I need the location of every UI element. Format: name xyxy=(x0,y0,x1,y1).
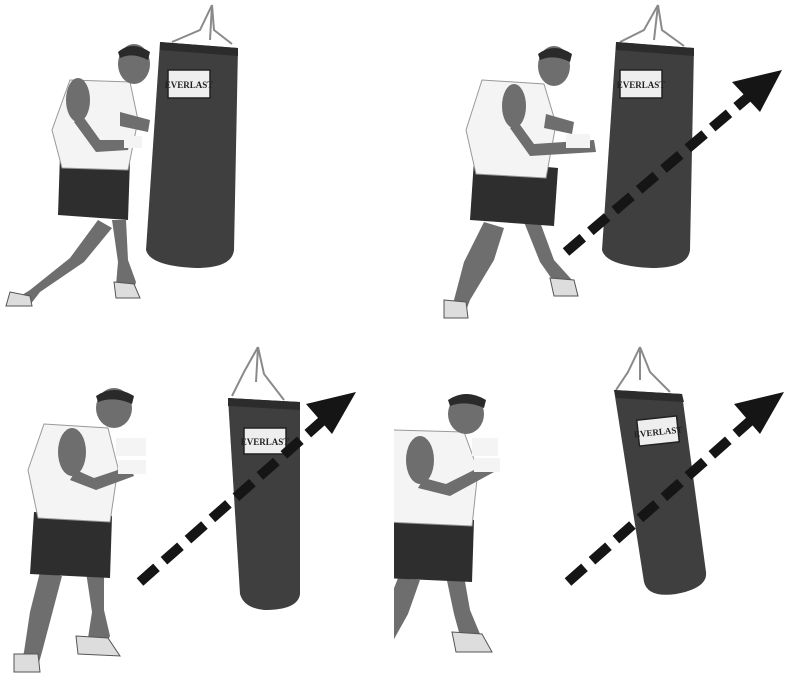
heavy-bag: EVERLAST xyxy=(614,390,706,595)
everlast-logo-text: EVERLAST xyxy=(241,437,290,447)
bag-chain xyxy=(172,5,232,44)
heavy-bag: EVERLAST xyxy=(146,42,238,268)
frame-4-panel: EVERLAST xyxy=(394,342,787,684)
heavy-bag: EVERLAST xyxy=(228,398,300,610)
frame-1-panel: EVERLAST xyxy=(0,0,394,330)
frame-3-panel: EVERLAST xyxy=(0,342,394,684)
everlast-logo-text: EVERLAST xyxy=(165,80,214,90)
boxer-figure xyxy=(6,44,150,306)
boxer-figure xyxy=(394,394,500,672)
frame-2-panel: EVERLAST xyxy=(394,0,787,330)
bag-chain xyxy=(616,347,670,392)
frame-3-illustration: EVERLAST xyxy=(0,342,394,684)
everlast-logo-text: EVERLAST xyxy=(617,80,666,90)
frame-4-illustration: EVERLAST xyxy=(394,342,787,684)
bag-chain xyxy=(232,347,284,400)
boxer-figure xyxy=(444,46,596,318)
bag-chain xyxy=(620,5,684,46)
frame-1-illustration: EVERLAST xyxy=(0,0,394,330)
boxer-figure xyxy=(14,388,146,672)
frame-2-illustration: EVERLAST xyxy=(394,0,787,330)
